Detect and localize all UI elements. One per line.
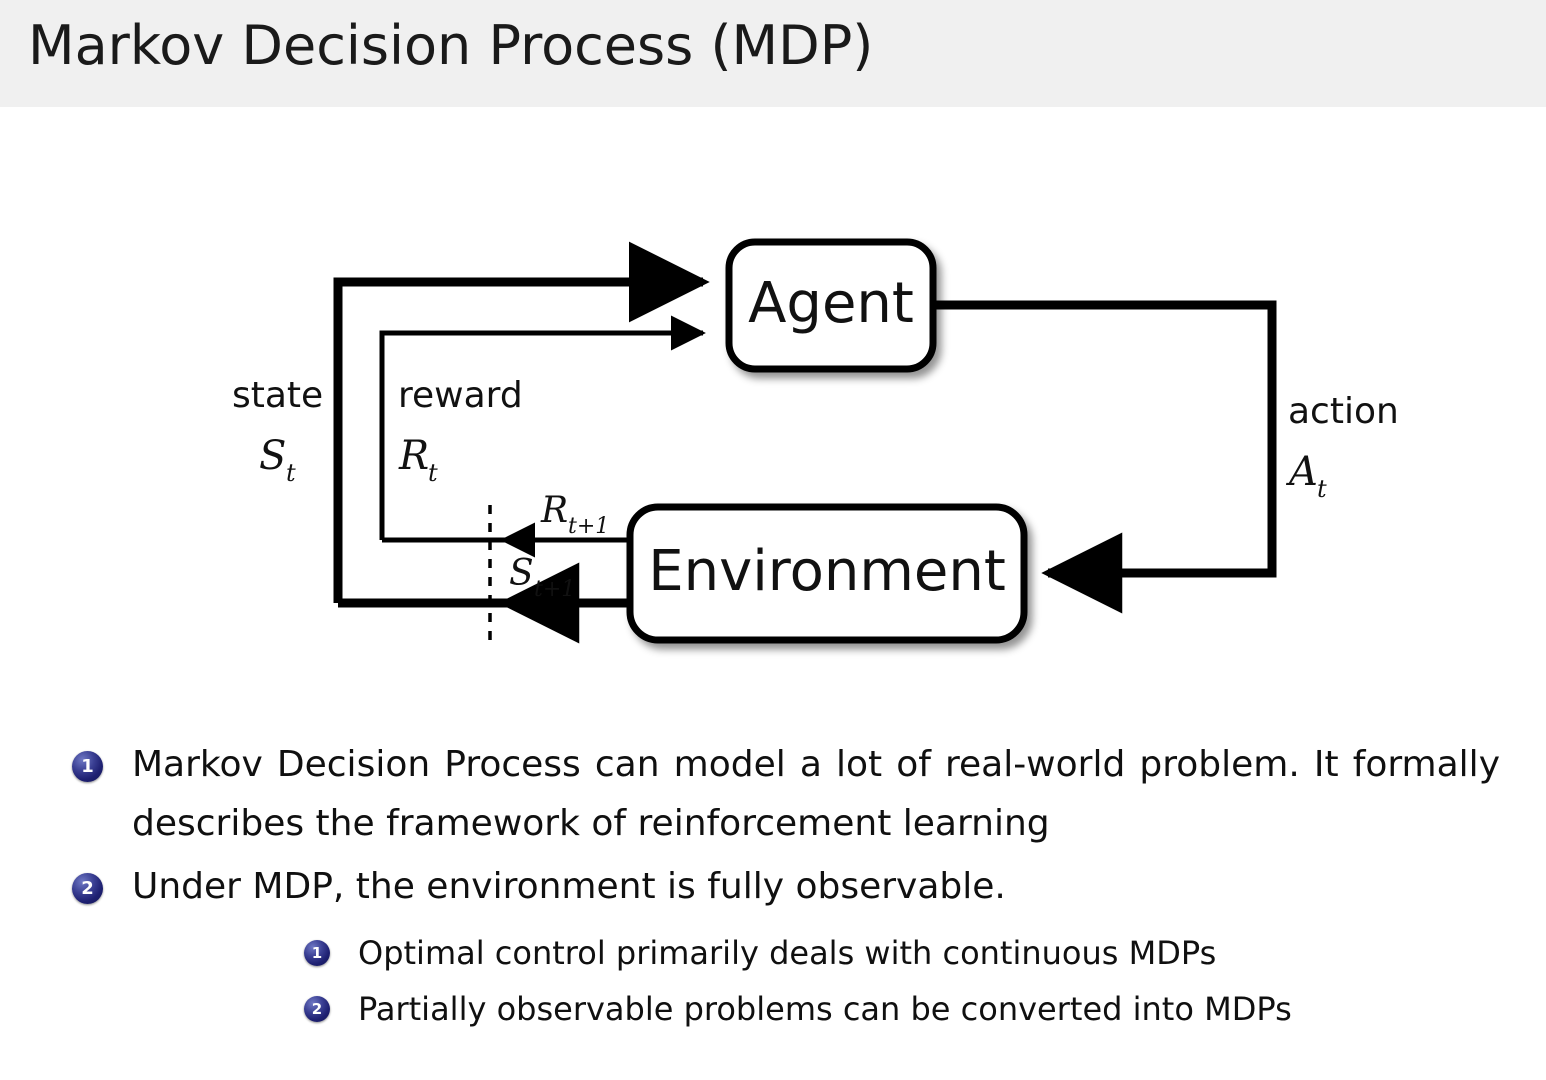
bullet-list: 1 Markov Decision Process can model a lo…: [0, 735, 1546, 1040]
reward-edge: [379, 315, 706, 558]
environment-node-box: [626, 503, 1028, 644]
agent-node-label: Agent: [748, 271, 914, 336]
sub-list-item: 1 Optimal control primarily deals with c…: [132, 926, 1500, 980]
bullet-badge-2: 2: [72, 873, 103, 904]
slide-header-bar: Markov Decision Process (MDP): [0, 0, 1546, 107]
reward-label-word: reward: [398, 375, 523, 416]
action-edge: [933, 300, 1277, 614]
bullet-badge-1: 1: [72, 751, 103, 782]
state-next-label-symbol: S: [509, 553, 534, 594]
list-item: 1 Markov Decision Process can model a lo…: [0, 735, 1546, 853]
sub-bullet-badge-1: 1: [304, 940, 330, 966]
state-label-subscript: t: [286, 459, 296, 487]
reward-next-label-group: R t+1: [540, 490, 609, 539]
reward-label-symbol: R: [398, 433, 429, 479]
state-label-symbol: S: [259, 433, 286, 479]
state-next-label-subscript: t+1: [534, 577, 575, 602]
reward-label-subscript: t: [428, 459, 438, 487]
reward-edge-path-up: [379, 315, 706, 540]
sub-bullet-badge-2: 2: [304, 996, 330, 1022]
list-item: 2 Under MDP, the environment is fully ob…: [0, 857, 1546, 1036]
reward-next-label-symbol: R: [540, 490, 568, 531]
action-label-subscript: t: [1317, 475, 1327, 503]
state-next-label-group: S t+1: [509, 553, 575, 602]
environment-node-label: Environment: [648, 539, 1006, 604]
mdp-diagram: Agent Environment: [0, 107, 1546, 707]
reward-next-label-subscript: t+1: [568, 514, 609, 539]
bullet-text-2: Under MDP, the environment is fully obse…: [132, 866, 1006, 907]
sub-bullet-list: 1 Optimal control primarily deals with c…: [132, 926, 1500, 1036]
action-edge-path: [933, 300, 1277, 614]
reward-label-group: reward R t: [398, 375, 523, 487]
agent-node: Agent: [725, 238, 937, 373]
bullet-text-1: Markov Decision Process can model a lot …: [132, 744, 1500, 844]
action-label-word: action: [1288, 391, 1399, 432]
state-label-group: state S t: [232, 375, 323, 487]
state-edge: [333, 241, 710, 644]
agent-environment-loop-svg: Agent Environment: [232, 238, 1399, 644]
state-label-word: state: [232, 375, 323, 416]
sub-bullet-text-1: Optimal control primarily deals with con…: [358, 934, 1217, 972]
action-label-symbol: A: [1285, 449, 1318, 495]
sub-list-item: 2 Partially observable problems can be c…: [132, 982, 1500, 1036]
action-label-group: action A t: [1285, 391, 1399, 503]
state-edge-path-up: [333, 241, 710, 603]
sub-bullet-text-2: Partially observable problems can be con…: [358, 990, 1292, 1028]
page-title: Markov Decision Process (MDP): [28, 14, 874, 77]
environment-node: Environment: [626, 503, 1028, 644]
